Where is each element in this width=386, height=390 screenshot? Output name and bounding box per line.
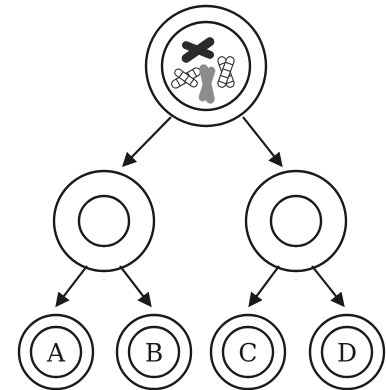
- chromosomes-icon: [171, 37, 235, 104]
- cell-b-label: B: [145, 339, 163, 368]
- arrow-right-to-c: [248, 265, 280, 308]
- cell-d-label: D: [337, 339, 357, 368]
- cell-a-label: A: [46, 339, 66, 368]
- daughter-cell-right: [244, 169, 348, 273]
- arrow-parent-to-right: [242, 116, 283, 168]
- arrow-right-to-d: [311, 265, 345, 308]
- daughter-cell-left: [52, 169, 156, 273]
- cell-b: B: [115, 313, 193, 390]
- cell-c-label: C: [238, 339, 257, 368]
- cell-c: C: [209, 313, 287, 390]
- arrow-left-to-a: [55, 265, 88, 308]
- arrow-left-to-b: [119, 265, 152, 308]
- arrow-parent-to-left: [121, 116, 172, 168]
- parent-cell: [144, 4, 268, 128]
- cell-a: A: [17, 313, 95, 390]
- cell-d: D: [308, 313, 386, 390]
